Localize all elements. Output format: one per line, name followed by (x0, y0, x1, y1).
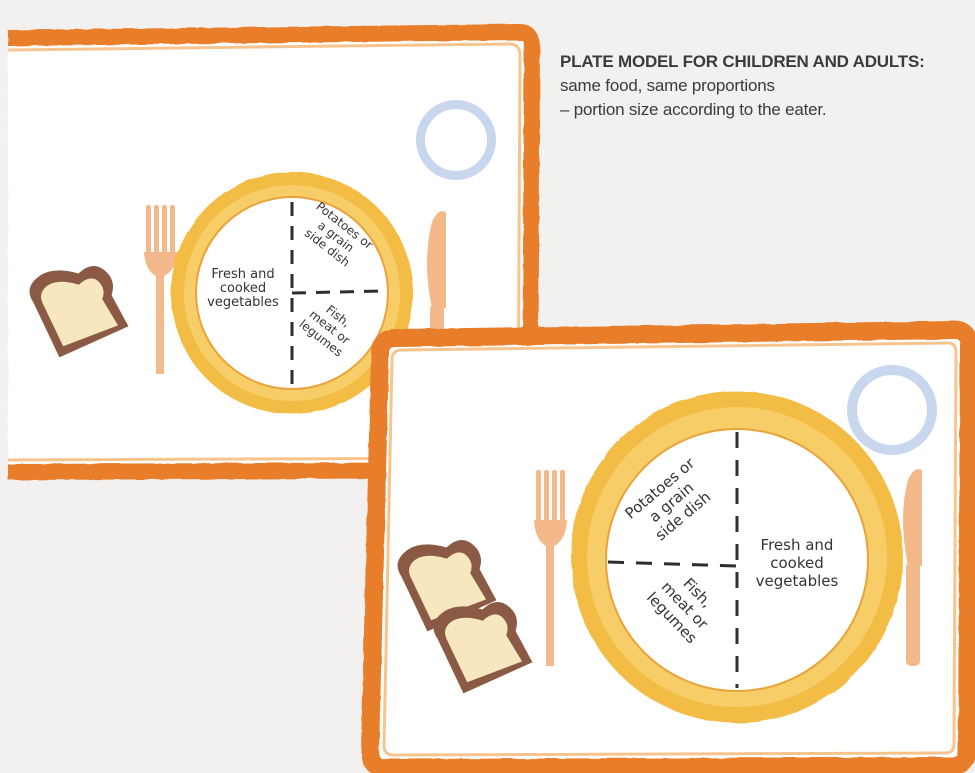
water-glass (416, 100, 496, 180)
adult-plate (571, 391, 903, 723)
water-glass (847, 365, 937, 455)
adult-tray (370, 330, 969, 768)
